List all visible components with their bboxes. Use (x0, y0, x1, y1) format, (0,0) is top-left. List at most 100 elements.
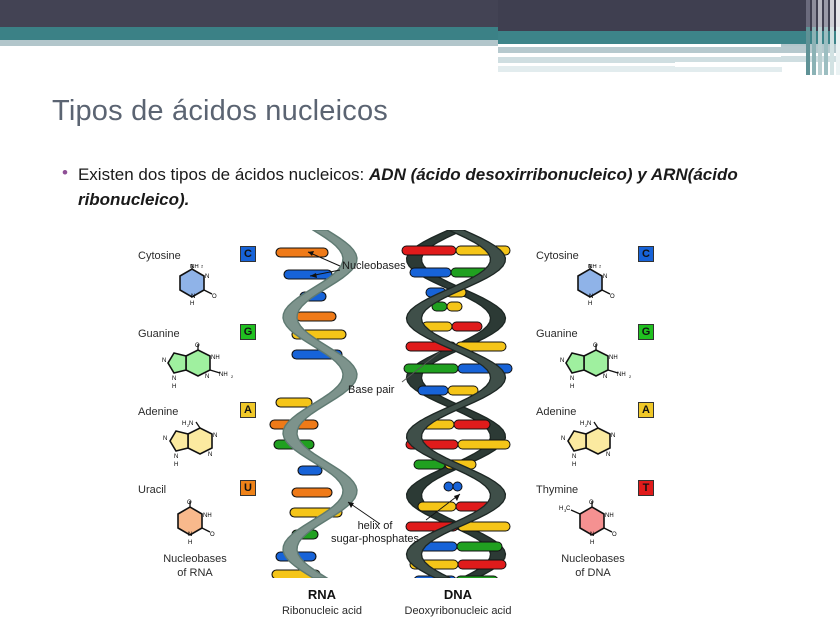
base-name-label: Cytosine (536, 250, 579, 262)
base-entry-rna-2: Adenine A H 2 N N N N N H (130, 388, 260, 468)
svg-text:NH: NH (211, 355, 220, 361)
bullet-emphasis-text: ADN (ácido desoxirribonucleico) y ARN(ác… (77, 165, 738, 209)
svg-text:NH: NH (203, 513, 212, 519)
svg-text:O: O (195, 343, 200, 349)
svg-text:N: N (205, 374, 209, 380)
svg-text:N: N (590, 532, 594, 538)
rna-footer-line-1: Nucleobases (163, 553, 227, 565)
header-white-gap-1 (498, 44, 781, 47)
base-name-label: Guanine (536, 328, 578, 340)
header-vertical-teal-3 (818, 27, 822, 75)
svg-text:2: 2 (599, 264, 602, 269)
svg-text:H: H (190, 301, 194, 307)
base-letter-badge: A (240, 402, 256, 418)
svg-text:3: 3 (564, 508, 567, 513)
svg-text:N: N (188, 532, 192, 538)
svg-text:H: H (559, 506, 563, 512)
svg-text:N: N (191, 294, 195, 300)
header-vertical-teal-4 (824, 27, 828, 75)
svg-text:N: N (213, 433, 217, 439)
svg-text:2: 2 (585, 423, 588, 428)
base-letter-badge: T (638, 480, 654, 496)
annotation-helix-line-2: sugar-phosphates (330, 533, 420, 545)
adenine-molecule-icon: H 2 N N N N N H (558, 420, 636, 470)
svg-text:N: N (603, 374, 607, 380)
header-teal-step (498, 31, 840, 44)
base-letter-badge: A (638, 402, 654, 418)
dna-footer-line-1: Nucleobases (561, 553, 625, 565)
svg-text:NH: NH (588, 264, 597, 270)
cytosine-molecule-icon: NH 2 N H N O (160, 264, 230, 310)
adenine-molecule-icon: H 2 N N N N N H (160, 420, 238, 470)
base-name-label: Adenine (138, 406, 179, 418)
annotation-helix-line-1: helix of (357, 520, 393, 532)
bullet-lead-text: Existen dos tipos de ácidos nucleicos: (77, 165, 370, 184)
rna-column-footer: Nucleobases of RNA (130, 552, 260, 580)
svg-text:NH: NH (219, 372, 228, 378)
guanine-molecule-icon: O NH N NH 2 N N H (558, 342, 638, 392)
header-decoration (0, 0, 840, 75)
svg-text:2: 2 (231, 374, 234, 379)
rna-footer-line-2: of RNA (177, 567, 213, 579)
svg-text:H: H (590, 540, 594, 546)
svg-text:N: N (611, 433, 615, 439)
svg-text:N: N (162, 358, 166, 364)
svg-text:O: O (212, 294, 217, 300)
svg-text:H: H (188, 540, 192, 546)
dna-footer-line-2: of DNA (575, 567, 611, 579)
rna-caption-subtitle: Ribonucleic acid (281, 605, 363, 617)
svg-text:N: N (172, 376, 176, 382)
annotation-sugar-phosphate-helix: helix of sugar-phosphates (320, 520, 430, 546)
rna-single-helix-illustration (262, 229, 382, 580)
base-letter-badge: C (638, 246, 654, 262)
bullet-text: Existen dos tipos de ácidos nucleicos: A… (78, 162, 792, 212)
base-letter-badge: G (638, 324, 654, 340)
base-entry-dna-3: Thymine T O H 3 C NH O N H (528, 466, 658, 546)
base-name-label: Cytosine (138, 250, 181, 262)
dna-caption-subtitle: Deoxyribonucleic acid (404, 605, 512, 617)
base-entry-dna-1: Guanine G O NH N NH 2 N N H (528, 310, 658, 390)
base-entry-rna-0: Cytosine C NH 2 N H N O (130, 232, 260, 310)
svg-text:O: O (612, 532, 617, 538)
svg-text:N: N (561, 436, 565, 442)
svg-text:N: N (603, 274, 607, 280)
svg-text:N: N (560, 358, 564, 364)
svg-text:N: N (208, 452, 212, 458)
thymine-molecule-icon: O H 3 C NH O N H (558, 498, 632, 546)
svg-text:2: 2 (187, 423, 190, 428)
svg-text:N: N (572, 454, 576, 460)
annotation-nucleobases: Nucleobases (342, 260, 406, 272)
header-vertical-teal-2 (812, 27, 816, 75)
svg-text:C: C (566, 506, 571, 512)
base-entry-dna-0: Cytosine C NH 2 N H N O (528, 232, 658, 310)
svg-text:N: N (587, 421, 591, 427)
nucleic-acid-diagram: Cytosine C NH 2 N H N O Guanine G O NH N… (130, 229, 710, 630)
annotation-base-pair: Base pair (348, 384, 395, 396)
header-navy-step (498, 0, 840, 31)
svg-text:2: 2 (201, 264, 204, 269)
cytosine-molecule-icon: NH 2 N H N O (558, 264, 628, 310)
base-entry-rna-1: Guanine G O NH N NH 2 N N H (130, 310, 260, 390)
rna-caption: RNA Ribonucleic acid (252, 587, 392, 617)
page-title: Tipos de ácidos nucleicos (52, 95, 388, 127)
svg-text:NH: NH (605, 513, 614, 519)
bullet-marker-icon: • (62, 163, 68, 182)
base-name-label: Thymine (536, 484, 579, 496)
svg-text:N: N (174, 454, 178, 460)
svg-text:H: H (172, 384, 176, 390)
svg-text:O: O (210, 532, 215, 538)
dna-caption-title: DNA (443, 587, 473, 602)
dna-base-column: Cytosine C NH 2 N H N O Guanine G O NH N… (528, 232, 658, 579)
header-vertical-teal-1 (806, 27, 810, 75)
svg-text:2: 2 (629, 374, 632, 379)
svg-text:H: H (182, 421, 186, 427)
svg-text:O: O (187, 500, 192, 506)
base-letter-badge: C (240, 246, 256, 262)
svg-text:N: N (189, 421, 193, 427)
svg-text:N: N (589, 294, 593, 300)
list-item: • Existen dos tipos de ácidos nucleicos:… (62, 162, 792, 212)
header-white-gap-2 (498, 53, 781, 57)
dna-column-footer: Nucleobases of DNA (528, 552, 658, 580)
base-name-label: Adenine (536, 406, 577, 418)
base-name-label: Guanine (138, 328, 180, 340)
